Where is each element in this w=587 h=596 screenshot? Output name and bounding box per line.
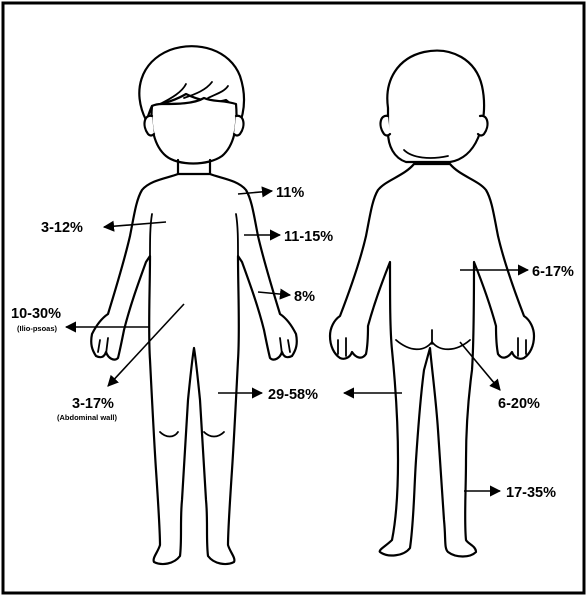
label-thigh: 29-58% <box>268 387 318 403</box>
label-iliopsoas-pct: 10-30% <box>11 306 61 322</box>
back-head <box>387 51 484 162</box>
label-back: 6-17% <box>532 264 574 280</box>
front-face <box>152 98 237 164</box>
label-forearm: 8% <box>294 289 315 305</box>
label-chest: 3-12% <box>41 220 83 236</box>
label-calf: 17-35% <box>506 485 556 501</box>
label-abdominal-note: (Abdominal wall) <box>57 413 118 422</box>
label-iliopsoas-note: (Ilio-psoas) <box>17 324 58 333</box>
label-abdominal-pct: 3-17% <box>72 396 114 412</box>
label-upper-arm: 11-15% <box>284 229 333 245</box>
label-shoulder: 11% <box>276 185 304 201</box>
label-gluteal: 6-20% <box>498 396 540 412</box>
